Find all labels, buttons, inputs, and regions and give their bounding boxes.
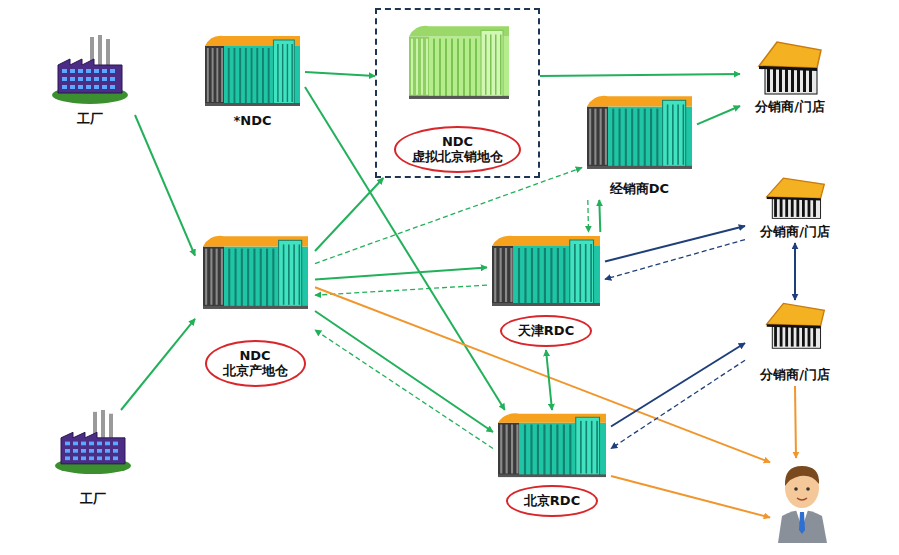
store-icon	[763, 300, 828, 350]
warehouse-icon	[587, 92, 692, 170]
circled-label: 北京RDC	[506, 485, 598, 517]
dashed-flow-arrow	[315, 330, 493, 449]
node-label: 分销商/门店	[755, 99, 825, 115]
factory-node: 工厂	[45, 30, 135, 130]
flow-arrow	[540, 74, 740, 76]
flow-arrow	[611, 476, 770, 518]
dashed-flow-arrow	[587, 200, 589, 232]
dashed-flow-arrow	[315, 285, 487, 295]
flow-arrow	[605, 226, 745, 262]
store-node: 分销商/门店	[745, 175, 845, 243]
warehouse-icon	[498, 410, 606, 478]
warehouse-node: 北京RDC	[493, 410, 611, 520]
warehouse-node: 经销商DC	[582, 92, 697, 200]
circled-label: 天津RDC	[500, 315, 592, 347]
factory-icon	[53, 410, 133, 475]
flow-arrow	[611, 343, 745, 427]
store-icon	[763, 175, 828, 220]
node-label: 工厂	[80, 491, 106, 507]
factory-node: 工厂	[45, 410, 140, 510]
warehouse-node: *NDC	[200, 32, 305, 132]
node-label: 分销商/门店	[760, 367, 830, 383]
warehouse-node: NDC 北京产地仓	[195, 232, 315, 390]
flow-arrow	[121, 319, 195, 410]
node-label: 经销商DC	[610, 181, 669, 197]
dashed-flow-arrow	[605, 240, 745, 280]
factory-icon	[50, 35, 130, 105]
node-label: *NDC	[233, 113, 271, 129]
circled-label: NDC 虚拟北京销地仓	[394, 126, 521, 173]
flow-arrow	[795, 386, 796, 458]
node-label: 工厂	[77, 111, 103, 127]
warehouse-icon	[409, 22, 509, 100]
node-label: 分销商/门店	[760, 224, 830, 240]
store-icon	[755, 38, 825, 96]
store-node: 分销商/门店	[745, 300, 845, 386]
flow-arrow	[315, 178, 383, 251]
flow-arrow	[315, 267, 487, 279]
flow-arrow	[697, 106, 740, 124]
flow-arrow	[135, 115, 195, 256]
circled-label: NDC 北京产地仓	[205, 340, 306, 387]
person-icon	[770, 458, 835, 543]
flow-arrow	[305, 87, 505, 410]
warehouse-icon	[492, 232, 600, 307]
warehouse-node: 天津RDC	[487, 232, 605, 350]
warehouse-icon	[205, 32, 300, 107]
store-node: 分销商/门店	[740, 38, 840, 118]
flow-arrow	[794, 243, 796, 300]
warehouse-icon	[203, 232, 308, 310]
flow-arrow	[599, 200, 600, 232]
flow-arrow	[546, 350, 552, 410]
dashed-flow-arrow	[611, 360, 745, 448]
flow-arrow	[315, 311, 493, 432]
virtual-warehouse-box: NDC 虚拟北京销地仓	[375, 8, 540, 178]
flow-arrow	[305, 72, 375, 76]
consumer-node	[770, 458, 835, 543]
